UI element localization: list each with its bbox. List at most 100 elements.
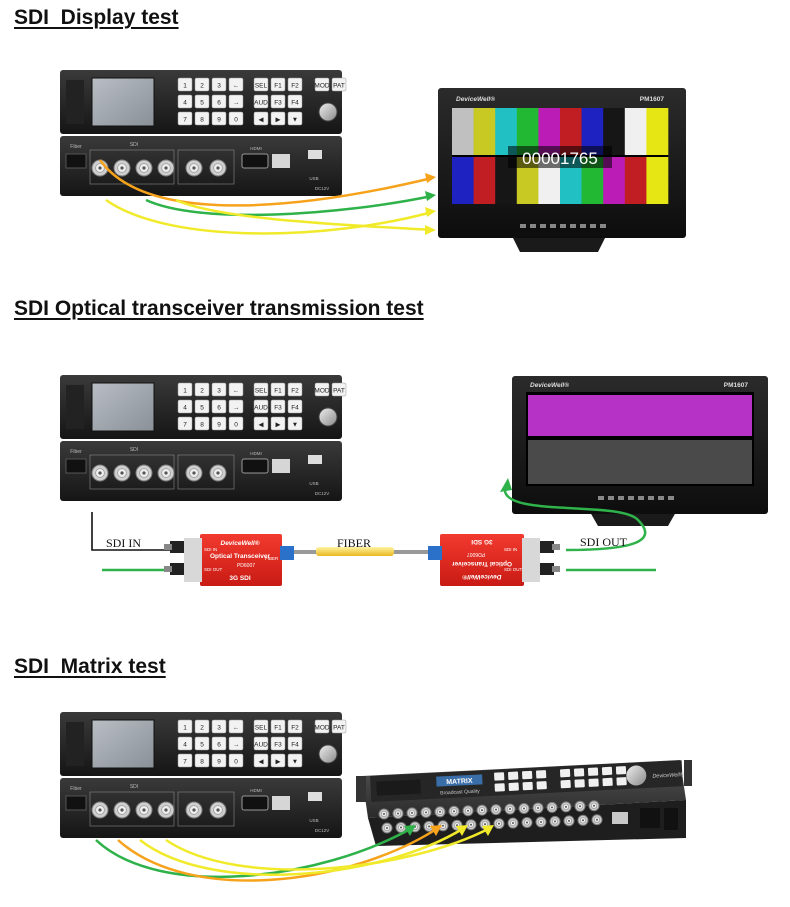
matrix-key bbox=[615, 766, 627, 775]
optical-transceiver-rx: DeviceWell® Optical Transceiver PD6007 3… bbox=[428, 534, 560, 586]
generator-key-label: 0 bbox=[234, 759, 238, 766]
transceiver-model: PD6007 bbox=[467, 551, 485, 557]
transceiver-port-in: SDI IN bbox=[204, 547, 217, 552]
generator-key-label: 1 bbox=[183, 725, 187, 732]
matrix-key bbox=[494, 783, 505, 792]
gray-field bbox=[528, 440, 752, 484]
monitor-button bbox=[590, 224, 596, 228]
color-bar bbox=[624, 108, 647, 155]
signal-arrows-matrix bbox=[95, 825, 494, 882]
matrix-key bbox=[536, 781, 547, 790]
monitor-button bbox=[580, 224, 586, 228]
heading-matrix-test: SDI Matrix test bbox=[14, 655, 166, 678]
generator-key-label: ▶ bbox=[276, 759, 282, 766]
generator-key-label: ← bbox=[233, 83, 240, 90]
magenta-field bbox=[528, 395, 752, 436]
generator-key-label: 2 bbox=[200, 388, 204, 395]
generator-key-label: ▼ bbox=[292, 759, 298, 766]
generator-key-label: F4 bbox=[291, 742, 299, 749]
monitor-button bbox=[598, 496, 604, 500]
generator-key bbox=[253, 399, 269, 414]
generator-key-label: → bbox=[233, 100, 240, 107]
generator-key bbox=[314, 77, 330, 92]
transceiver-type: 3G SDI bbox=[229, 575, 251, 582]
generator-key-label: 9 bbox=[217, 117, 221, 124]
generator-key-label: 7 bbox=[183, 117, 187, 124]
generator-key bbox=[331, 382, 347, 397]
rear-dc-label: DC12V bbox=[315, 828, 330, 833]
monitor-button bbox=[658, 496, 664, 500]
generator-key bbox=[270, 719, 286, 734]
generator-key-label: 6 bbox=[217, 742, 221, 749]
generator-key-label: 3 bbox=[217, 725, 221, 732]
generator-key-label: ▶ bbox=[276, 422, 282, 429]
optical-transceiver-tx: DeviceWell® Optical Transceiver PD6007 3… bbox=[164, 534, 294, 586]
hdmi-port bbox=[241, 153, 269, 169]
generator-key bbox=[253, 382, 269, 397]
matrix-key bbox=[522, 781, 533, 791]
color-bar bbox=[581, 108, 604, 155]
generator-key-label: ◀ bbox=[259, 422, 265, 429]
power-switch bbox=[308, 455, 322, 464]
matrix-key bbox=[508, 782, 519, 791]
matrix-key bbox=[559, 768, 571, 778]
generator-key-label: F3 bbox=[274, 742, 282, 749]
generator-key bbox=[228, 111, 244, 126]
transceiver-name: Optical Transceiver bbox=[210, 553, 270, 560]
rear-hdmi-label: HDMI bbox=[250, 451, 262, 456]
generator-key-label: 1 bbox=[183, 83, 187, 90]
transceiver-port-in: SDI IN bbox=[504, 547, 517, 552]
generator-key-label: F1 bbox=[274, 388, 282, 395]
generator-key bbox=[270, 399, 286, 414]
generator-key-label: F3 bbox=[274, 100, 282, 107]
generator-key-label: 8 bbox=[200, 117, 204, 124]
generator-key bbox=[270, 94, 286, 109]
color-bar-pattern bbox=[452, 108, 669, 204]
transceiver-port-fiber: FIBER bbox=[265, 556, 279, 561]
matrix-key bbox=[522, 770, 533, 780]
generator-key-label: MOD bbox=[314, 388, 329, 395]
generator-lcd bbox=[91, 382, 155, 432]
transceiver-brand: DeviceWell® bbox=[462, 573, 501, 581]
generator-key-label: AUD bbox=[254, 742, 268, 749]
color-bar bbox=[581, 157, 604, 204]
generator-key-label: → bbox=[233, 405, 240, 412]
generator-key bbox=[211, 94, 227, 109]
generator-key-label: F1 bbox=[274, 83, 282, 90]
matrix-key bbox=[508, 771, 519, 780]
generator-key bbox=[177, 77, 193, 92]
monitor-button bbox=[608, 496, 614, 500]
generator-key bbox=[228, 753, 244, 768]
label-fiber: FIBER bbox=[337, 536, 371, 550]
matrix-key bbox=[535, 770, 547, 779]
generator-key bbox=[211, 382, 227, 397]
generator-key-label: 6 bbox=[217, 405, 221, 412]
generator-key-label: F2 bbox=[291, 725, 299, 732]
color-bar bbox=[516, 108, 539, 155]
generator-key bbox=[287, 753, 303, 768]
power-switch bbox=[308, 150, 322, 159]
generator-key bbox=[270, 753, 286, 768]
matrix-key bbox=[602, 777, 613, 787]
usb-ports bbox=[272, 796, 290, 810]
generator-key-label: F4 bbox=[291, 100, 299, 107]
color-bar bbox=[538, 157, 561, 204]
generator-knob bbox=[318, 407, 338, 427]
hdmi-port bbox=[241, 795, 269, 811]
rear-fiber-label: Fiber bbox=[70, 144, 82, 150]
fiber-port bbox=[65, 153, 87, 169]
generator-key-label: AUD bbox=[254, 405, 268, 412]
transceiver-type: 3G SDI bbox=[471, 538, 493, 545]
rear-dc-label: DC12V bbox=[315, 491, 330, 496]
generator-key bbox=[194, 719, 210, 734]
rear-sdi-label: SDI bbox=[130, 784, 138, 790]
generator-key-label: 9 bbox=[217, 759, 221, 766]
generator-key-label: 5 bbox=[200, 100, 204, 107]
monitor-button bbox=[618, 496, 624, 500]
rear-dc-label: DC12V bbox=[315, 186, 330, 191]
generator-key-label: 4 bbox=[183, 100, 187, 107]
transceiver-brand: DeviceWell® bbox=[221, 539, 260, 547]
rear-usb-label: USB bbox=[309, 176, 318, 181]
usb-ports bbox=[272, 154, 290, 168]
